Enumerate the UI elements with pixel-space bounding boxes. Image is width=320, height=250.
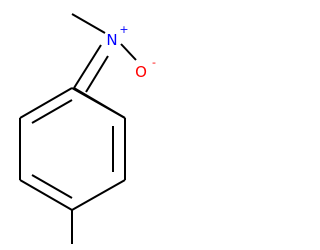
ring-bond-2: [71, 179, 126, 211]
ring-inner-bond-3: [31, 99, 73, 124]
bond-n-oxygen: [120, 43, 137, 61]
oxygen-charge-label: -: [152, 56, 156, 69]
nitrogen-charge-label: +: [119, 23, 128, 36]
bond-imine-double-inner: [85, 55, 109, 93]
chemical-structure: N + O -: [19, 13, 156, 244]
ring-bond-3: [19, 179, 73, 211]
ring-bond-6: [71, 87, 126, 119]
nitrogen-atom-label: N: [106, 31, 117, 49]
ring-inner-bond-2: [31, 174, 73, 199]
ring-bond-5: [19, 87, 73, 119]
bond-imine-double-outer: [73, 44, 102, 89]
oxygen-atom-label: O: [135, 63, 147, 81]
bond-n-methyl: [71, 13, 106, 34]
